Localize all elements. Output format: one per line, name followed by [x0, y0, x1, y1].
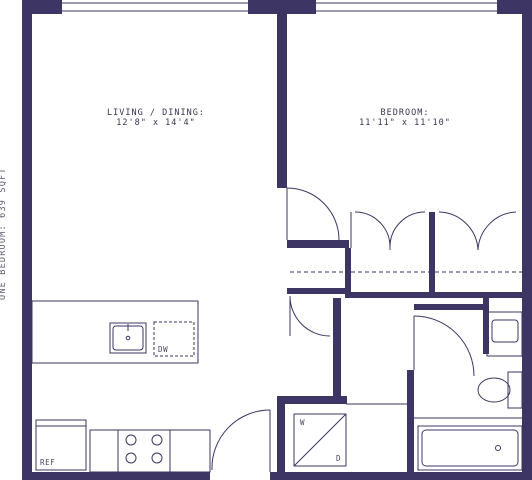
wall-bath-left — [407, 370, 414, 480]
wall-corridor-top — [333, 298, 341, 396]
washer-label: W — [300, 418, 306, 427]
wall-laundry-right — [340, 398, 347, 404]
washer-dryer — [293, 413, 347, 467]
tub-drain — [495, 445, 501, 451]
burner-1 — [125, 434, 137, 446]
wall-bath-top — [414, 304, 484, 310]
dishwasher — [153, 321, 195, 357]
bedroom-door-swing — [286, 187, 340, 241]
refrigerator — [35, 419, 87, 471]
hall-closet-door-swing — [289, 295, 331, 337]
wall-closet-left — [345, 248, 351, 298]
wall-closet-base — [349, 292, 522, 298]
burner-2 — [151, 434, 163, 446]
wall-bottom-left — [22, 472, 210, 480]
wall-hall-closet-bottom — [287, 288, 347, 294]
outer-wall-right — [522, 0, 532, 480]
wall-bedroom-bottom-left — [287, 240, 349, 248]
bathtub — [417, 425, 523, 471]
closet-door-2 — [438, 211, 517, 251]
windows — [62, 2, 497, 12]
bathroom-door-swing — [413, 315, 475, 377]
bath-vanity — [486, 311, 523, 357]
wall-partition-lower — [277, 398, 285, 480]
bedroom-size: 11'11" x 11'10" — [359, 118, 451, 128]
burner-3 — [125, 452, 137, 464]
living-dining-label: LIVING / DINING: 12'8" x 14'4" — [96, 108, 216, 128]
wall-laundry-top — [277, 396, 347, 404]
bedroom-name: BEDROOM: — [380, 108, 430, 118]
bedroom-label: BEDROOM: 11'11" x 11'10" — [345, 108, 465, 128]
outer-wall-left — [22, 0, 32, 480]
counter-bottom — [89, 429, 211, 473]
wall-top-left — [22, 0, 62, 14]
wall-partition-upper — [277, 0, 287, 188]
toilet-tank — [507, 371, 523, 409]
walls — [22, 0, 532, 480]
toilet-bowl — [477, 377, 511, 403]
bath-sink — [491, 319, 519, 343]
kitchen-sink — [109, 322, 147, 354]
dishwasher-label: DW — [158, 345, 169, 354]
wall-bath-divider — [483, 298, 489, 354]
wall-closet-divider — [429, 212, 435, 298]
bathtub-inner — [421, 429, 519, 467]
living-dining-name: LIVING / DINING: — [107, 108, 205, 118]
kitchen-island — [31, 300, 199, 364]
living-dining-size: 12'8" x 14'4" — [116, 118, 196, 128]
wall-bottom-right — [270, 472, 532, 480]
wall-top-right — [497, 0, 532, 14]
burner-4 — [151, 452, 163, 464]
sink-drain — [125, 335, 131, 341]
range — [117, 429, 171, 473]
entry-door-swing — [211, 409, 271, 471]
dryer-label: D — [336, 454, 342, 463]
refrigerator-label: REF — [40, 458, 56, 467]
closet-door-1 — [354, 211, 426, 248]
